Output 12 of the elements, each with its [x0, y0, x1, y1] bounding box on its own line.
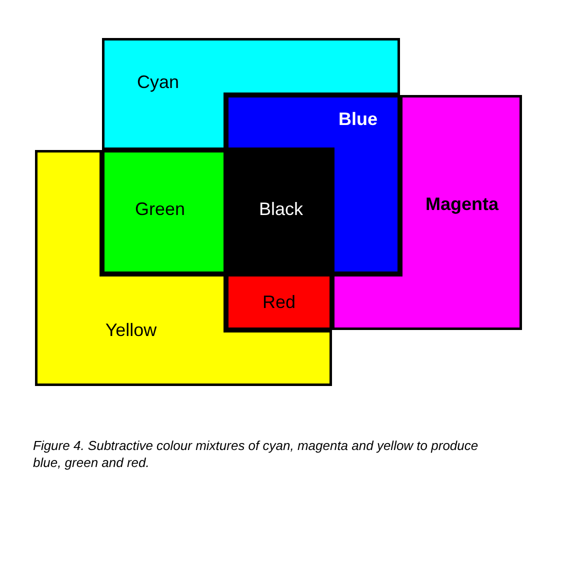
colour-label: Magenta: [426, 195, 498, 215]
colour-label: Cyan: [136, 73, 180, 93]
colour-label: Red: [262, 293, 296, 313]
colour-label: Yellow: [105, 321, 157, 341]
overlap-region: [224, 272, 334, 332]
overlap-region: [224, 93, 402, 276]
colour-label: Black: [259, 200, 303, 220]
overlap-region: [100, 148, 228, 276]
overlap-region: [224, 148, 334, 276]
figure-caption: Figure 4. Subtractive colour mixtures of cyan, magenta and yellow to produce blue, green and red.: [33, 438, 480, 472]
colour-label: Green: [134, 200, 186, 220]
colour-label: Blue: [338, 110, 378, 130]
